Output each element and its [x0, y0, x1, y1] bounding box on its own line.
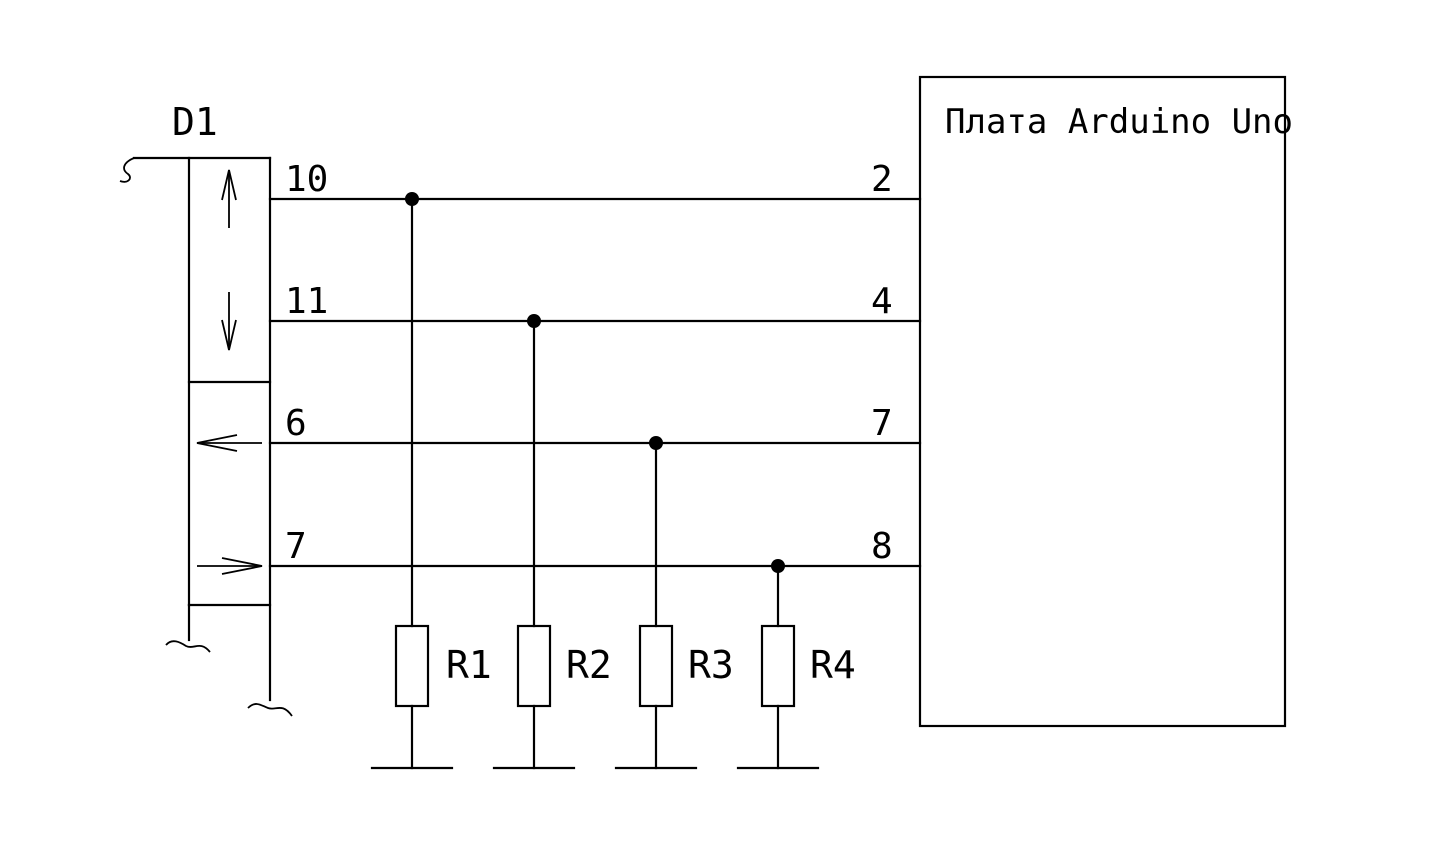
resistor-body [516, 624, 552, 708]
arduino-pin-numbers: 2 4 7 8 [871, 159, 893, 567]
arrow-up-icon [221, 169, 237, 228]
resistor-r4: R4 [736, 559, 856, 770]
arduino-pin-number: 2 [871, 159, 893, 200]
resistor-body [394, 624, 430, 708]
d1-pin-number: 11 [285, 281, 328, 322]
junction-dot [405, 192, 419, 206]
break-mark-top [119, 157, 135, 183]
arrow-right-icon [197, 557, 263, 575]
arduino-board-outline [918, 75, 1287, 728]
junction-dot [771, 559, 785, 573]
arrow-left-icon [196, 434, 262, 452]
arduino-pin-number: 4 [871, 281, 893, 322]
resistor-label: R1 [446, 643, 492, 687]
d1-pin-number: 7 [285, 526, 307, 567]
junction-dot [649, 436, 663, 450]
resistor-r3: R3 [614, 436, 734, 770]
resistor-body [638, 624, 674, 708]
arduino-board-title: Плата Arduino Uno [945, 102, 1293, 142]
junction-dot [527, 314, 541, 328]
resistor-r2: R2 [492, 314, 612, 770]
signal-lines [268, 197, 922, 568]
d1-pin-number: 10 [285, 159, 328, 200]
break-mark-right [247, 703, 293, 717]
resistor-body [760, 624, 796, 708]
d1-pin-numbers: 10 11 6 7 [285, 159, 328, 567]
d1-component: D1 [119, 100, 293, 717]
d1-pin-number: 6 [285, 403, 307, 444]
resistor-label: R3 [688, 643, 734, 687]
resistor-label: R4 [810, 643, 856, 687]
arduino-board: Плата Arduino Uno [918, 75, 1293, 728]
arduino-pin-number: 8 [871, 526, 893, 567]
break-mark-left [165, 640, 211, 653]
arduino-pin-number: 7 [871, 403, 893, 444]
resistor-label: R2 [566, 643, 612, 687]
arrow-down-icon [221, 292, 237, 351]
d1-label: D1 [172, 100, 218, 144]
resistor-r1: R1 [370, 192, 492, 770]
